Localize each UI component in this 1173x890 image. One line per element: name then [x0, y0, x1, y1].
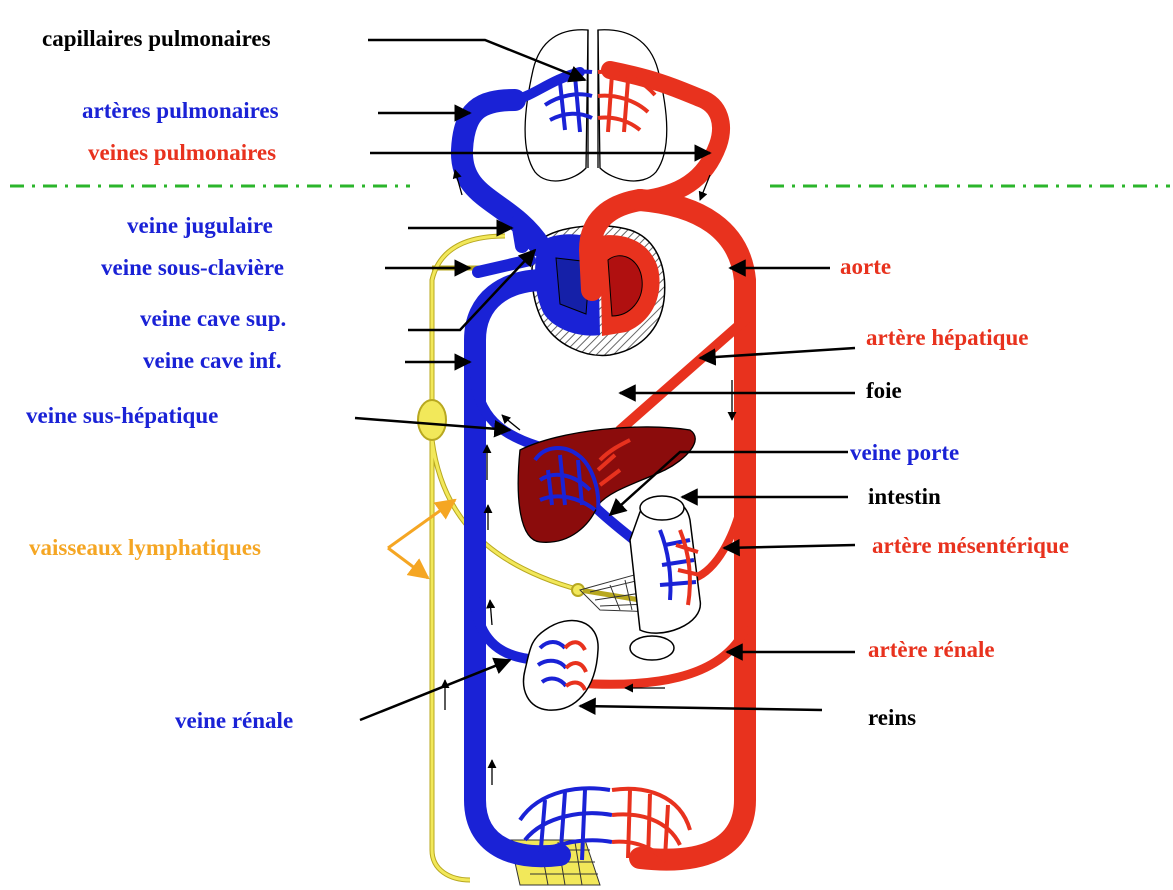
label-artere-renale: artère rénale — [868, 637, 995, 663]
lymph-label-pointers — [388, 500, 455, 578]
systemic-capillary-network — [520, 788, 690, 862]
label-vaisseaux-lymphatiques: vaisseaux lymphatiques — [29, 535, 261, 561]
label-capillaires-pulmonaires: capillaires pulmonaires — [42, 26, 271, 52]
label-veines-pulmonaires: veines pulmonaires — [88, 140, 276, 166]
label-veine-renale: veine rénale — [175, 708, 293, 734]
label-veine-jugulaire: veine jugulaire — [127, 213, 273, 239]
label-veine-cave-inf: veine cave inf. — [143, 348, 282, 374]
lymph-node — [418, 400, 446, 440]
kidney — [524, 620, 599, 710]
label-artere-mesenterique: artère mésentérique — [872, 533, 1069, 559]
intestine — [630, 496, 700, 660]
label-arteres-pulmonaires: artères pulmonaires — [82, 98, 279, 124]
label-veine-porte: veine porte — [850, 440, 959, 466]
label-reins: reins — [868, 705, 916, 731]
label-veine-sous-claviere: veine sous-clavière — [101, 255, 284, 281]
label-foie: foie — [866, 378, 902, 404]
lymph-node-small — [572, 584, 584, 596]
label-artere-hepatique: artère hépatique — [866, 325, 1028, 351]
label-veine-cave-sup: veine cave sup. — [140, 306, 286, 332]
label-veine-sus-hepatique: veine sus-hépatique — [26, 403, 218, 429]
label-intestin: intestin — [868, 484, 941, 510]
label-aorte: aorte — [840, 254, 891, 280]
